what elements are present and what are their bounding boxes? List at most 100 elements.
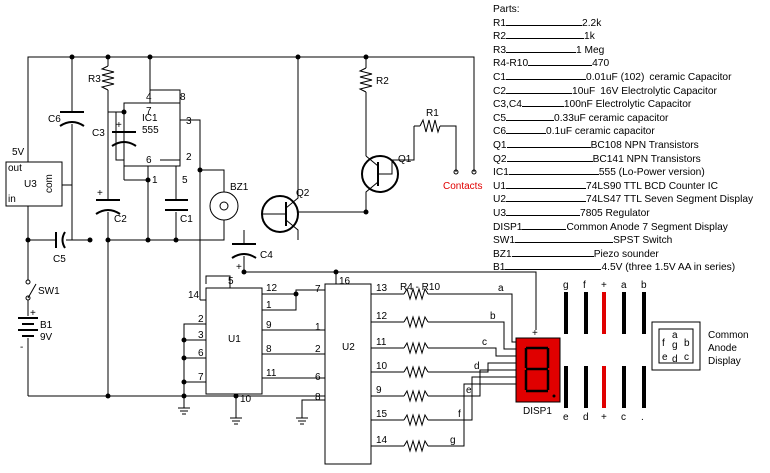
part-underline (506, 111, 555, 121)
label-u3-out: out (8, 163, 22, 174)
resistor-r5 (403, 315, 429, 329)
mini-seg-e: e (662, 352, 668, 363)
contact-b (471, 169, 477, 175)
part-value: 74LS90 TTL BCD Counter IC (586, 180, 718, 192)
part-value: 0.1uF ceramic capacitor (546, 126, 655, 138)
top-pin-label: a (621, 280, 627, 291)
sw1-lever (27, 283, 37, 299)
part-underline (506, 16, 583, 26)
part-value: 7805 Regulator (580, 207, 650, 219)
part-value: BC141 NPN Transistors (592, 153, 701, 165)
part-value: SPST Switch (613, 235, 673, 247)
u1-pin10: 10 (240, 394, 252, 405)
sw1-contact-bottom (25, 295, 31, 301)
u1-pin8: 8 (266, 344, 272, 355)
ic1-555 (123, 102, 181, 167)
part-underline (506, 84, 573, 94)
label-c4: C4 (260, 250, 273, 261)
segment-label: f (458, 409, 461, 420)
c3-plate-bottom (111, 141, 137, 147)
wire-u3-com (62, 184, 90, 241)
junction-dots (25, 54, 369, 399)
wire-top-rail (27, 56, 475, 172)
part-underline (506, 124, 547, 135)
part-ref: DISP1 (493, 221, 523, 233)
bottom-pin-label: c (621, 412, 626, 423)
part-value: Piezo sounder (593, 248, 659, 260)
wire-r1 (414, 125, 457, 172)
bottom-pin-label: + (601, 412, 607, 423)
sw1-contact-top (25, 279, 31, 285)
u1-pin11: 11 (266, 368, 277, 379)
bottom-pin-label: . (641, 412, 644, 423)
u2-pin7: 7 (315, 284, 321, 295)
part-underline (506, 152, 593, 162)
resistor-r7 (403, 365, 429, 379)
disp1-dp (552, 394, 556, 398)
resistor-r4 (403, 287, 429, 301)
wire-u2-pin8 (301, 399, 325, 410)
part-underline (506, 206, 581, 216)
top-pin-label: f (583, 280, 586, 291)
wire-u1-left (183, 323, 206, 396)
label-ic1: IC1 (142, 113, 158, 124)
parts-row: R4-R10 470 (493, 56, 768, 70)
contact-a (453, 169, 459, 175)
ic1-pin7: 7 (146, 106, 152, 117)
label-r1: R1 (426, 108, 439, 119)
wire-ic1-gnd (124, 166, 149, 240)
part-ref: R3 (493, 44, 507, 56)
ic1-pin1: 1 (152, 175, 158, 186)
label-c6: C6 (48, 114, 61, 125)
label-5v: 5V (12, 147, 25, 158)
u1-pin12: 12 (266, 283, 278, 294)
part-ref: SW1 (493, 235, 516, 247)
part-ref: C2 (493, 85, 507, 97)
bottom-pin-label: d (583, 412, 589, 423)
u2-pin6: 6 (315, 372, 321, 383)
part-value: 470 (592, 58, 610, 70)
part-ref: IC1 (493, 167, 509, 179)
part-value: 100nF Electrolytic Capacitor (563, 99, 692, 111)
part-ref: R4-R10 (493, 58, 529, 70)
b1-plus: + (30, 308, 36, 319)
part-desc: 16V Electrolytic Capacitor (600, 85, 717, 97)
label-u2: U2 (342, 342, 355, 353)
u1-pin7: 7 (198, 372, 204, 383)
q1-leads (365, 126, 415, 212)
mini-display-frame (651, 321, 701, 371)
part-value: 4.5V (three 1.5V AA in series) (601, 262, 736, 274)
part-ref: U1 (493, 180, 507, 192)
label-common: Common (708, 330, 749, 341)
label-b1: B1 (40, 320, 53, 331)
label-c5: C5 (53, 254, 66, 265)
u1-pin1: 1 (266, 300, 272, 311)
label-anode: Anode (708, 343, 737, 354)
u1-pin9: 9 (266, 320, 272, 331)
b1-cells (18, 317, 38, 337)
label-q2: Q2 (296, 188, 310, 199)
u1-pin5: 5 (228, 276, 234, 287)
segment-label: e (466, 385, 472, 396)
part-underline (522, 220, 567, 230)
part-ref: R1 (493, 17, 507, 29)
label-disp1: DISP1 (523, 406, 552, 417)
wire-u2-output (371, 362, 516, 373)
top-pin-label: b (641, 280, 647, 291)
c5-plate-right (61, 231, 66, 249)
wire-disp1-anode (336, 271, 537, 330)
resistor-r10 (403, 439, 429, 453)
ground-symbol-3 (296, 410, 308, 425)
r2-resistor (358, 67, 373, 93)
part-value: 2.2k (582, 17, 602, 29)
u2-pin8: 8 (315, 392, 321, 403)
wire-ic1-vcc (149, 57, 181, 103)
segment-label: c (482, 337, 487, 348)
